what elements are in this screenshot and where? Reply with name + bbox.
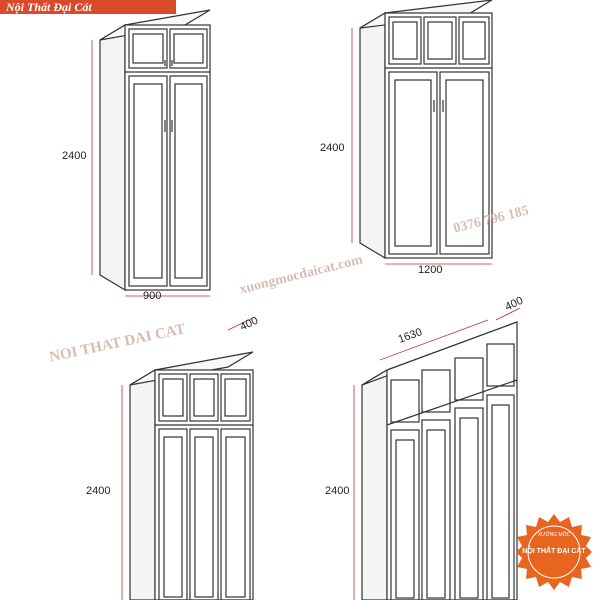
badge-main-text: NỘI THẤT ĐẠI CÁT <box>522 548 586 555</box>
wardrobe-2-height-label: 2400 <box>320 142 345 154</box>
wardrobe-4-height-label: 2400 <box>325 485 350 497</box>
brand-banner: Nội Thất Đại Cát <box>0 0 176 14</box>
brand-badge-logo: XƯỞNG MỘC NỘI THẤT ĐẠI CÁT <box>516 514 592 590</box>
wardrobe-2 <box>351 0 493 265</box>
wardrobe-1-height-label: 2400 <box>62 150 87 162</box>
wardrobe-2-width-label: 1200 <box>418 264 443 276</box>
wardrobe-3-height-label: 2400 <box>86 485 111 497</box>
wardrobe-4 <box>353 307 521 600</box>
wardrobe-1 <box>91 9 211 297</box>
badge-top-text: XƯỞNG MỘC <box>537 532 571 538</box>
wardrobe-3 <box>121 317 254 600</box>
saw-blade-icon <box>516 514 592 590</box>
wardrobe-1-width-label: 900 <box>143 290 162 302</box>
